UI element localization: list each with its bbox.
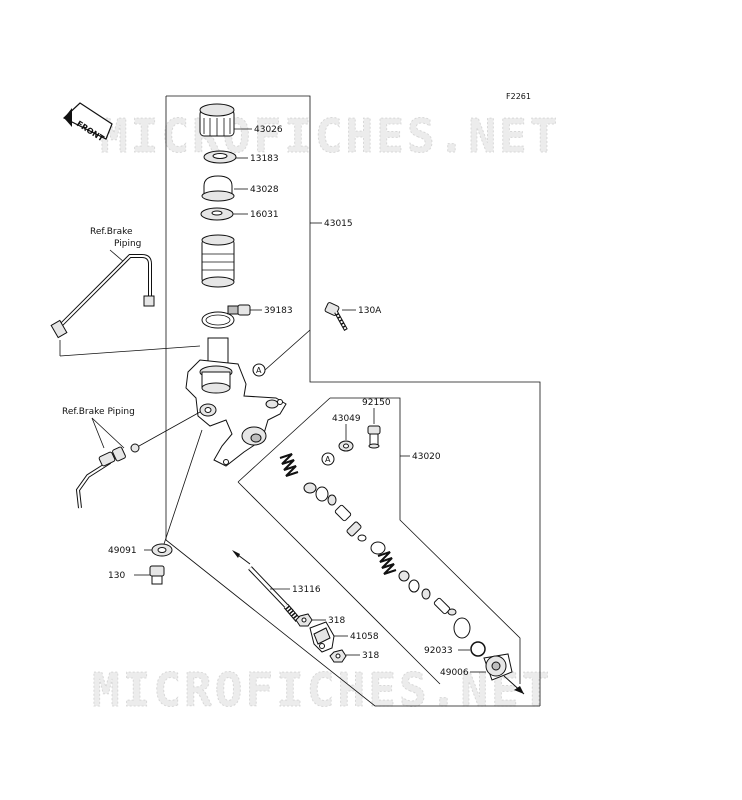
- nut-lower: [329, 649, 347, 663]
- frame-43020: [330, 397, 521, 684]
- part-label-16031: 16031: [250, 210, 279, 220]
- part-label-130: 130: [108, 571, 125, 581]
- bleeder-screw: [367, 425, 381, 449]
- figure-code: F2261: [506, 92, 531, 101]
- part-label-43026: 43026: [254, 125, 283, 135]
- callout-a-upper-letter: A: [256, 366, 262, 375]
- master-cylinder: [185, 359, 287, 467]
- ref-brake-piping-upper-line1: Ref.Brake: [90, 227, 133, 237]
- part-label-49006: 49006: [440, 668, 469, 678]
- part-label-43015: 43015: [324, 219, 353, 229]
- frame-43020-left: [237, 397, 331, 483]
- watermark-bottom: MICROFICHES.NET: [92, 663, 552, 717]
- frame-43015: [166, 95, 541, 684]
- part-label-92033: 92033: [424, 646, 453, 656]
- upper-brake-pipe: [58, 254, 152, 328]
- part-label-43020: 43020: [412, 452, 441, 462]
- part-label-13116: 13116: [292, 585, 321, 595]
- part-label-318-lower: 318: [362, 651, 379, 661]
- hose-clamp: [201, 304, 251, 329]
- reservoir-cap: [199, 103, 235, 137]
- push-rod: [232, 550, 301, 622]
- part-label-49091: 49091: [108, 546, 137, 556]
- part-label-318-upper: 318: [328, 616, 345, 626]
- part-label-92150: 92150: [362, 398, 391, 408]
- watermark-top: MICROFICHES.NET: [100, 109, 560, 163]
- circlip: [470, 641, 486, 657]
- bolt-130a: [324, 302, 348, 331]
- dust-boot: [483, 653, 525, 695]
- part-label-130a: 130A: [358, 306, 382, 316]
- bolt-130: [149, 565, 165, 585]
- callout-a-lower: [321, 452, 335, 466]
- cylinder-internals: [279, 453, 471, 639]
- part-label-13183: 13183: [250, 154, 279, 164]
- part-label-43049: 43049: [332, 414, 361, 424]
- reservoir: [201, 234, 235, 288]
- part-label-41058: 41058: [350, 632, 379, 642]
- frame-43015-left: [165, 96, 540, 707]
- callout-a-lower-letter: A: [325, 455, 331, 464]
- part-label-39183: 39183: [264, 306, 293, 316]
- part-label-43028: 43028: [250, 185, 279, 195]
- ref-brake-piping-upper-line2: Piping: [114, 239, 141, 249]
- nut-upper: [295, 613, 313, 627]
- ref-brake-piping-lower: Ref.Brake Piping: [62, 407, 135, 417]
- clevis: [309, 621, 335, 653]
- front-arrow-icon: FRONT: [62, 102, 113, 144]
